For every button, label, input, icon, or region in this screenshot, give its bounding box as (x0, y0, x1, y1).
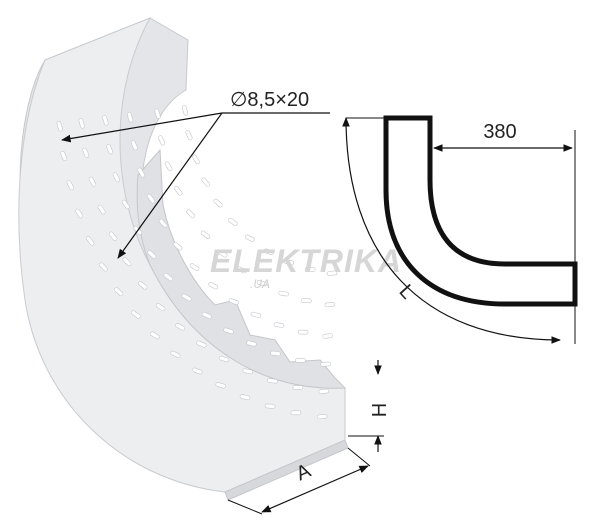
perforation-slot (256, 280, 268, 287)
perforation-slot (223, 327, 234, 335)
perforation-slot (264, 403, 276, 409)
l-arc-dimension (342, 117, 561, 344)
perforation-slot (290, 410, 302, 416)
perforation-slot (201, 311, 212, 319)
perforation-slot (158, 135, 166, 146)
perforation-slot (56, 121, 63, 132)
perforation-slot (292, 385, 304, 390)
perforation-slot (324, 302, 336, 308)
perforation-slot (244, 234, 255, 242)
perforation-slot (181, 105, 189, 116)
perforation-slot (173, 242, 183, 251)
perforation-slot (114, 287, 124, 296)
perforation-slot (242, 368, 254, 375)
perforation-slot (147, 250, 157, 259)
arc-length-label: L (395, 280, 419, 303)
perforation-slot (201, 177, 210, 187)
perforation-slot (108, 231, 118, 241)
perforation-slot (130, 140, 138, 151)
a-dimension-line (261, 465, 369, 513)
perforation-slot (164, 161, 173, 172)
perforation-slot (88, 176, 97, 187)
perforation-slot (163, 272, 173, 282)
perforation-slot (86, 236, 95, 246)
perforation-slot (267, 378, 278, 384)
perforation-slot (97, 204, 106, 215)
perforation-slot (181, 293, 192, 302)
tray-inner-wall (136, 148, 347, 389)
perforation-slot (278, 290, 289, 297)
perforation-slot (228, 217, 238, 226)
perforation-slot (155, 303, 166, 312)
perforation-slot (99, 262, 108, 272)
perforation-slot (138, 281, 148, 290)
perforation-slot (295, 357, 306, 363)
perforation-slot (301, 298, 312, 304)
leader-arrow-1 (61, 112, 223, 143)
perforation-slot (158, 218, 168, 228)
perforation-slot (236, 266, 247, 274)
a-extension-2 (347, 447, 371, 467)
hole-size-label: ∅8,5×20 (230, 89, 309, 111)
perforation-slot (186, 209, 196, 219)
watermark-domain: .UA (250, 277, 270, 291)
perforation-slot (106, 144, 114, 155)
perforation-slot (316, 414, 328, 420)
perforation-slot (137, 167, 145, 178)
perforation-slots (56, 105, 338, 420)
perforation-slot (192, 367, 203, 375)
bend-schematic-outline (383, 115, 578, 307)
perforation-slot (297, 329, 309, 335)
leader-arrow-2 (117, 112, 223, 259)
perforation-slot (228, 298, 239, 305)
perforation-slot (185, 130, 193, 141)
perforation-slot (322, 333, 333, 339)
height-label: H (369, 403, 391, 417)
perforation-slot (146, 193, 155, 204)
perforation-slot (175, 323, 186, 331)
bend-schematic: L 380 (342, 115, 578, 344)
perforation-slot (170, 350, 181, 358)
perforation-slot (189, 263, 200, 272)
perforation-slot (270, 350, 281, 357)
perforation-slot (192, 154, 200, 165)
perforation-slot (318, 388, 330, 394)
perforation-slot (263, 248, 274, 256)
perforation-slot (217, 249, 228, 258)
perforation-slot (273, 322, 285, 328)
perforation-slot (121, 199, 130, 210)
perforation-slot (154, 108, 161, 119)
perforation-slot (102, 115, 109, 126)
watermark-brand: ELEKTRIKA (210, 243, 402, 279)
perforation-slot (82, 147, 90, 158)
perforation-slot (75, 208, 84, 219)
perforation-slot (239, 394, 251, 400)
perforation-slot (250, 311, 262, 318)
hole-size-callout: ∅8,5×20 (61, 89, 330, 259)
perforation-slot (66, 180, 74, 191)
perforation-slot (60, 150, 68, 162)
a-extension-1 (227, 499, 263, 515)
perforated-tray-bend (18, 17, 349, 501)
perforation-slot (218, 355, 230, 363)
perforation-slot (196, 340, 207, 348)
perforation-slot (131, 310, 141, 319)
perforation-slot (304, 266, 316, 272)
watermark: ELEKTRIKA .UA (210, 243, 402, 291)
perforation-slot (213, 198, 223, 208)
perforation-slot (200, 230, 211, 239)
perforation-slot (174, 186, 183, 196)
perforation-slot (208, 282, 219, 290)
perforation-slot (326, 270, 338, 276)
perforation-slot (112, 172, 121, 183)
perforation-slot (283, 259, 295, 266)
perforation-slot (215, 382, 226, 389)
perforation-slot (78, 118, 85, 129)
straight-length-label: 380 (483, 121, 516, 143)
perforation-slot (320, 361, 331, 367)
perforation-slot (126, 112, 134, 123)
perforation-slot (246, 340, 257, 347)
perforation-slot (150, 331, 160, 340)
